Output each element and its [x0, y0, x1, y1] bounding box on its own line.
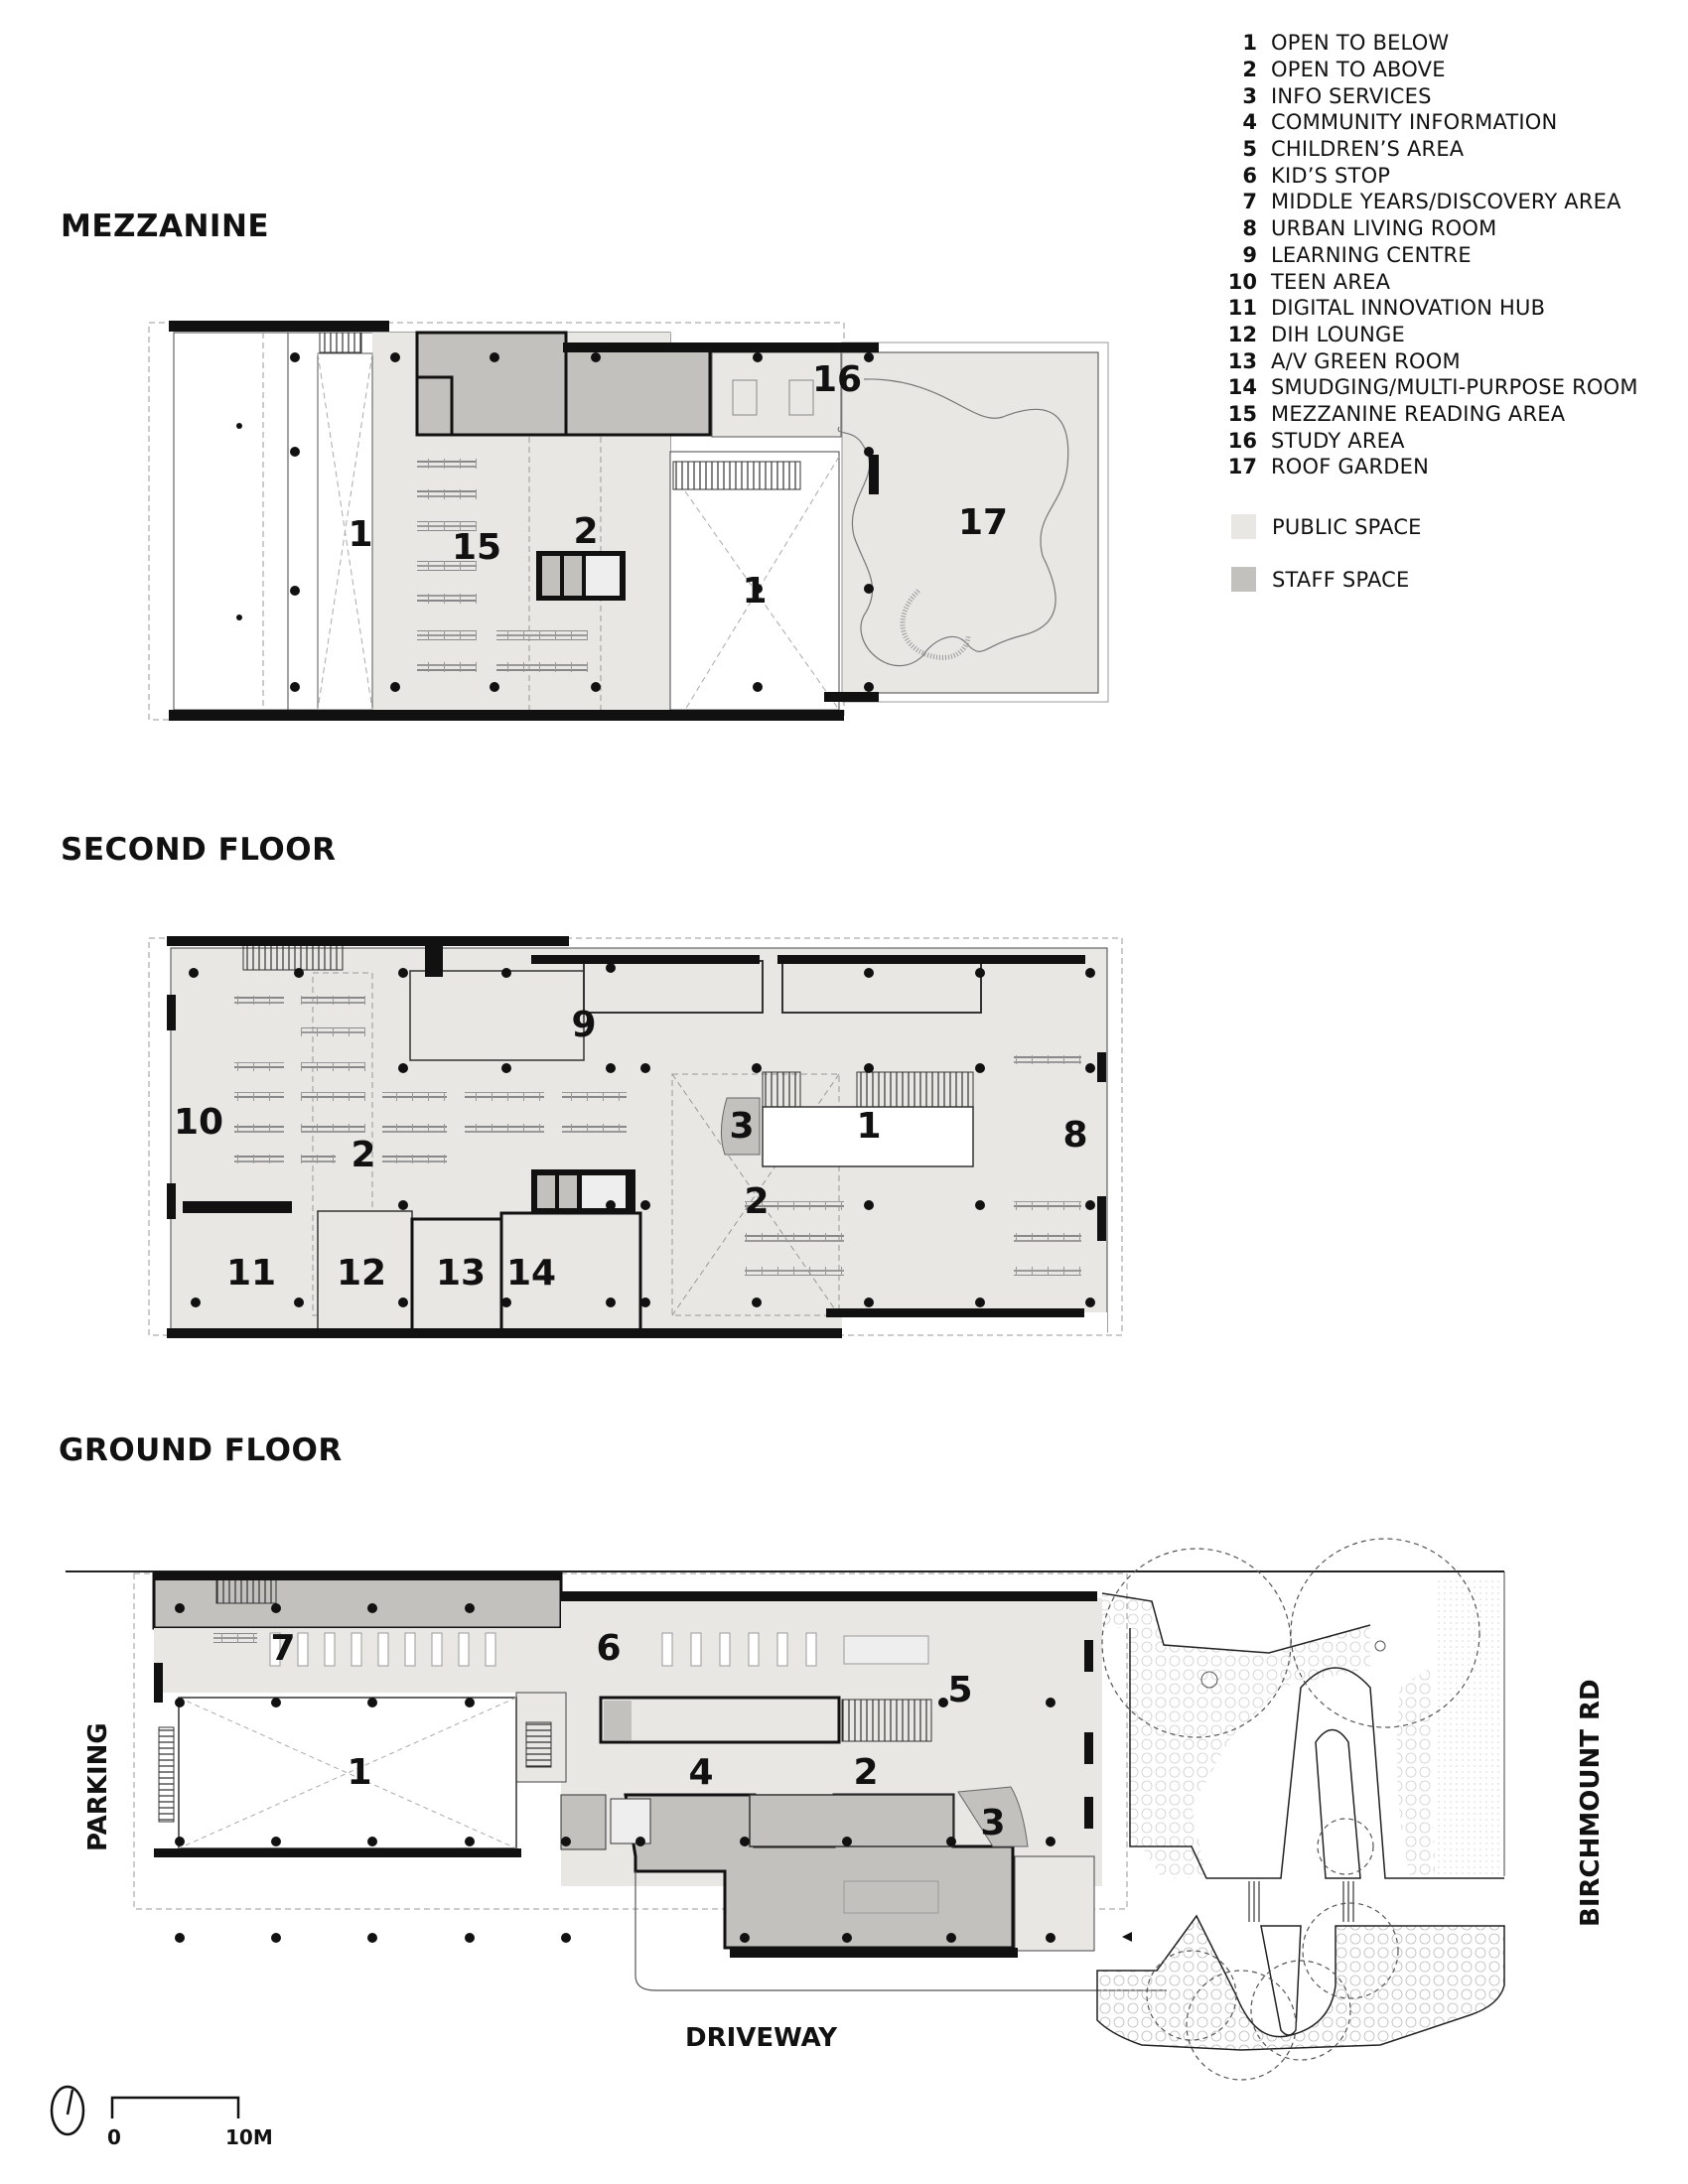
north-arrow-icon [50, 2085, 85, 2136]
label-info-services: 3 [729, 1106, 754, 1147]
legend-item: 2 OPEN TO ABOVE [1221, 57, 1678, 83]
label-open-to-below: 1 [348, 514, 372, 555]
legend-item: 3 INFO SERVICES [1221, 82, 1678, 109]
legend-label: PUBLIC SPACE [1272, 514, 1422, 539]
landscape-plan [1096, 1538, 1505, 2081]
legend-number: 2 [1242, 58, 1257, 82]
legend-number: 16 [1227, 428, 1257, 453]
legend-item: 9 LEARNING CENTRE [1221, 242, 1678, 269]
label-open-to-below: 1 [347, 1752, 371, 1793]
legend-public-space: PUBLIC SPACE [1221, 514, 1678, 540]
legend-number: 13 [1227, 348, 1257, 373]
label-childrens-area: 5 [947, 1670, 972, 1710]
legend-number: 15 [1227, 401, 1257, 426]
scale-start-label: 0 [107, 2125, 121, 2149]
scale-bar: 0 10M [107, 2096, 273, 2149]
legend-staff-space: STAFF SPACE [1221, 567, 1678, 593]
legend-number: 17 [1227, 455, 1257, 479]
ground-floor-plan: 7 6 5 1 4 2 3 [66, 1570, 1504, 1991]
label-community-information: 4 [688, 1752, 713, 1793]
label-open-to-below-east: 1 [742, 571, 767, 612]
parking-label: PARKING [83, 1722, 113, 1851]
label-study-area: 16 [812, 359, 862, 400]
legend-item: 15 MEZZANINE READING AREA [1221, 401, 1678, 428]
mezzanine-title: MEZZANINE [61, 208, 270, 244]
label-kids-stop: 6 [596, 1628, 621, 1669]
legend-item: 6 KID’S STOP [1221, 162, 1678, 189]
legend-item: 17 ROOF GARDEN [1221, 454, 1678, 480]
label-roof-garden: 17 [958, 502, 1008, 543]
legend-label: URBAN LIVING ROOM [1271, 216, 1497, 241]
label-open-to-above-west: 2 [351, 1135, 375, 1175]
legend-number: 11 [1227, 296, 1257, 321]
legend-label: STAFF SPACE [1272, 567, 1410, 592]
second-floor-title: SECOND FLOOR [61, 832, 337, 868]
mezzanine-plan: 1 15 2 1 16 17 [148, 321, 1109, 721]
legend-label: OPEN TO BELOW [1271, 31, 1450, 56]
legend-item: 11 DIGITAL INNOVATION HUB [1221, 295, 1678, 322]
legend-label: COMMUNITY INFORMATION [1271, 110, 1558, 135]
legend-item: 7 MIDDLE YEARS/DISCOVERY AREA [1221, 189, 1678, 215]
scale-end-label: 10M [225, 2125, 273, 2149]
legend-item: 8 URBAN LIVING ROOM [1221, 215, 1678, 242]
legend-number: 4 [1242, 110, 1257, 135]
label-middle-years: 7 [270, 1628, 295, 1669]
legend-number: 1 [1242, 31, 1257, 56]
legend-label: TEEN AREA [1271, 269, 1391, 294]
legend-label: OPEN TO ABOVE [1271, 58, 1446, 82]
legend-label: MEZZANINE READING AREA [1271, 401, 1566, 426]
legend-item: 13 A/V GREEN ROOM [1221, 347, 1678, 374]
legend-item: 10 TEEN AREA [1221, 268, 1678, 295]
legend-item: 14 SMUDGING/MULTI-PURPOSE ROOM [1221, 374, 1678, 401]
legend-number: 3 [1242, 83, 1257, 108]
legend-item: 4 COMMUNITY INFORMATION [1221, 109, 1678, 136]
legend-item: 5 CHILDREN’S AREA [1221, 136, 1678, 163]
label-av-green-room: 13 [436, 1253, 486, 1294]
legend-label: CHILDREN’S AREA [1271, 137, 1465, 162]
public-space-swatch [1231, 514, 1256, 540]
legend-label: SMUDGING/MULTI-PURPOSE ROOM [1271, 375, 1638, 400]
legend-number: 7 [1242, 190, 1257, 214]
legend-item: 12 DIH LOUNGE [1221, 322, 1678, 348]
legend-label: A/V GREEN ROOM [1271, 348, 1461, 373]
label-open-to-above-east: 2 [744, 1181, 769, 1222]
legend-item: 16 STUDY AREA [1221, 427, 1678, 454]
label-digital-innovation-hub: 11 [226, 1253, 276, 1294]
driveway-label: DRIVEWAY [685, 2023, 838, 2053]
legend-number: 10 [1227, 269, 1257, 294]
staff-space-swatch [1231, 567, 1256, 593]
legend-number: 14 [1227, 375, 1257, 400]
legend-number: 5 [1242, 137, 1257, 162]
street-label: BIRCHMOUNT RD [1576, 1679, 1606, 1927]
ground-floor-title: GROUND FLOOR [59, 1433, 343, 1468]
legend-label: DIGITAL INNOVATION HUB [1271, 296, 1546, 321]
legend-number: 8 [1242, 216, 1257, 241]
legend-label: MIDDLE YEARS/DISCOVERY AREA [1271, 190, 1621, 214]
legend-number: 6 [1242, 163, 1257, 188]
label-open-to-below: 1 [856, 1106, 881, 1147]
legend-label: DIH LOUNGE [1271, 322, 1405, 346]
label-dih-lounge: 12 [337, 1253, 386, 1294]
label-info-services: 3 [980, 1803, 1005, 1843]
second-floor-plan: 9 10 2 3 1 8 2 11 12 13 14 [148, 936, 1123, 1338]
legend-label: INFO SERVICES [1271, 83, 1432, 108]
label-open-to-above: 2 [853, 1752, 878, 1793]
legend-number: 9 [1242, 242, 1257, 267]
legend-label: STUDY AREA [1271, 428, 1405, 453]
legend: 1 OPEN TO BELOW 2 OPEN TO ABOVE 3 INFO SERV… [1221, 30, 1678, 593]
legend-label: LEARNING CENTRE [1271, 242, 1472, 267]
label-teen-area: 10 [174, 1102, 223, 1143]
legend-label: ROOF GARDEN [1271, 455, 1429, 479]
label-open-to-above: 2 [573, 511, 598, 552]
legend-item: 1 OPEN TO BELOW [1221, 30, 1678, 57]
label-learning-centre: 9 [571, 1005, 596, 1045]
legend-label: KID’S STOP [1271, 163, 1391, 188]
label-smudging-room: 14 [506, 1253, 556, 1294]
legend-number: 12 [1227, 322, 1257, 346]
label-urban-living-room: 8 [1062, 1115, 1087, 1156]
label-mezzanine-reading: 15 [452, 527, 501, 568]
